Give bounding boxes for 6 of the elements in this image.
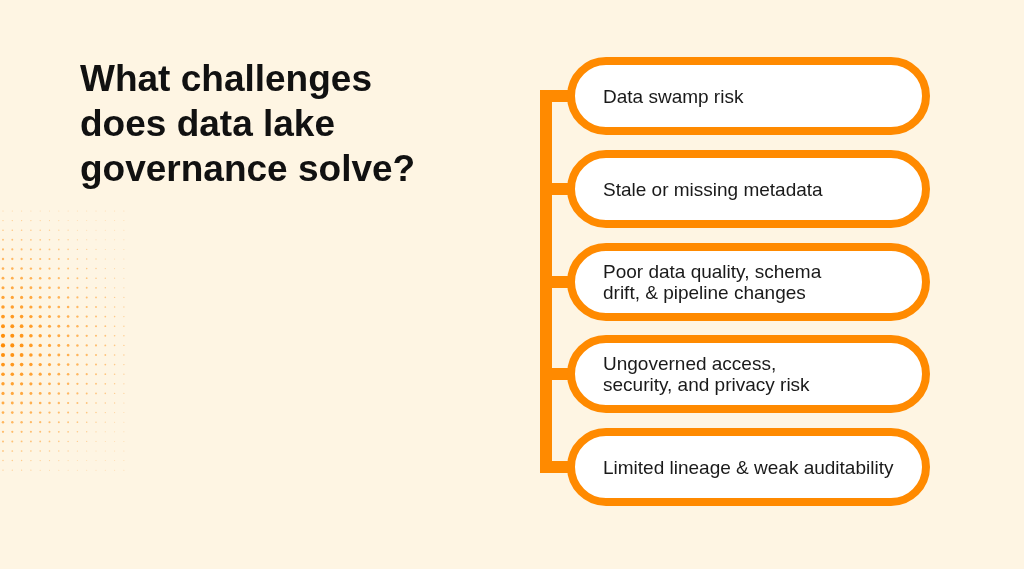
challenge-text: Stale or missing metadata [603,178,823,200]
challenge-text: Poor data quality, schema drift, & pipeline changes [603,261,823,303]
title: What challenges does data lake governance solve? [80,57,417,191]
challenge-text: Limited lineage & weak auditability [603,456,894,478]
challenge-text: Ungoverned access, security, and privacy risk [603,353,811,395]
challenge-text: Data swamp risk [603,85,744,107]
